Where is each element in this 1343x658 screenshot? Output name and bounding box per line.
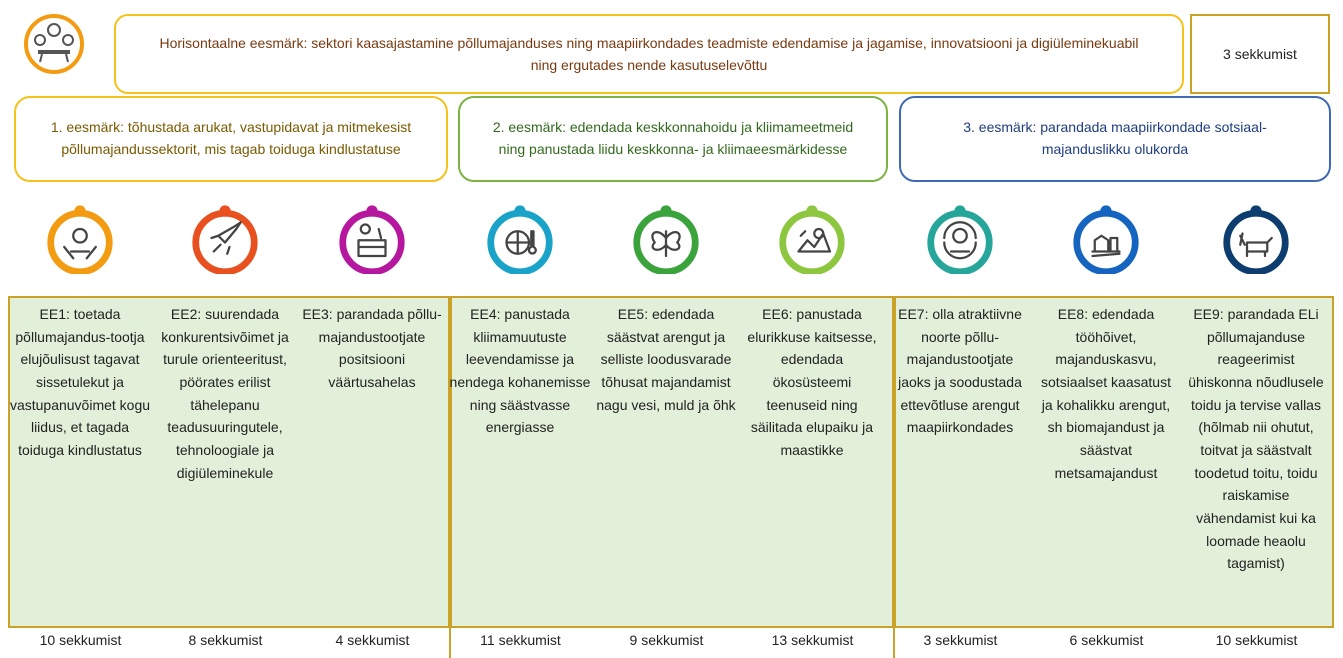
landscape-icon	[776, 202, 848, 276]
vegetable-crate-icon	[336, 202, 408, 276]
objective-ee2: EE2: suurendada konkurentsivõimet ja tur…	[161, 306, 289, 481]
objective-ee5: EE5: edendada säästvat arengut ja sellis…	[596, 306, 736, 413]
objective-ee7: EE7: olla atraktiivne noorte põllu-majan…	[898, 306, 1022, 436]
goal-3: 3. eesmärk: parandada maapiirkondade sot…	[899, 96, 1331, 182]
objective-ee6-count: 13 sekkumist	[771, 632, 854, 648]
horizontal-objective: Horisontaalne eesmärk: sektori kaasajast…	[114, 14, 1184, 94]
rural-village-icon	[1070, 202, 1142, 276]
horizontal-objective-text: Horisontaalne eesmärk: sektori kaasajast…	[159, 34, 1139, 73]
objective-ee4: EE4: panustada kliimamuutuste leevendami…	[449, 306, 591, 436]
objective-ee1: EE1: toetada põllumajandus-tootja elujõu…	[9, 306, 151, 459]
farmer-hands-icon	[44, 202, 116, 276]
goal-2-text: 2. eesmärk: edendada keskkonnahoidu ja k…	[492, 119, 854, 157]
objective-ee6: EE6: panustada elurikkuse kaitsesse, ede…	[747, 306, 877, 459]
young-farmer-icon	[924, 202, 996, 276]
globe-thermometer-icon	[484, 202, 556, 276]
rocket-icon	[189, 202, 261, 276]
goal-1: 1. eesmärk: tõhustada arukat, vastupidav…	[14, 96, 448, 182]
objective-ee8-count: 6 sekkumist	[1069, 632, 1144, 648]
horizontal-count: 3 sekkumist	[1190, 14, 1330, 94]
divider	[449, 628, 451, 658]
objective-ee4-count: 11 sekkumist	[480, 632, 561, 648]
objective-ee3-count: 4 sekkumist	[335, 632, 410, 648]
goal-3-panel	[894, 296, 1334, 628]
goal-1-panel	[8, 296, 450, 628]
goal-1-text: 1. eesmärk: tõhustada arukat, vastupidav…	[50, 119, 412, 157]
goal-3-text: 3. eesmärk: parandada maapiirkondade sot…	[963, 119, 1267, 157]
livestock-icon	[1220, 202, 1292, 276]
objective-ee8: EE8: edendada tööhõivet, majanduskasvu, …	[1041, 306, 1171, 481]
objective-ee9-count: 10 sekkumist	[1215, 632, 1298, 648]
objective-ee1-count: 10 sekkumist	[39, 632, 122, 648]
goal-2-panel	[450, 296, 894, 628]
objective-ee2-count: 8 sekkumist	[188, 632, 263, 648]
meeting-logo-icon	[22, 10, 86, 74]
objective-ee3: EE3: parandada põllu-majandustootjate po…	[302, 306, 442, 391]
goal-2: 2. eesmärk: edendada keskkonnahoidu ja k…	[458, 96, 888, 182]
objective-ee7-count: 3 sekkumist	[923, 632, 998, 648]
divider	[893, 628, 895, 658]
objective-ee5-count: 9 sekkumist	[629, 632, 704, 648]
butterfly-icon	[630, 202, 702, 276]
objective-ee9: EE9: parandada ELi põllumajanduse reagee…	[1188, 306, 1324, 572]
